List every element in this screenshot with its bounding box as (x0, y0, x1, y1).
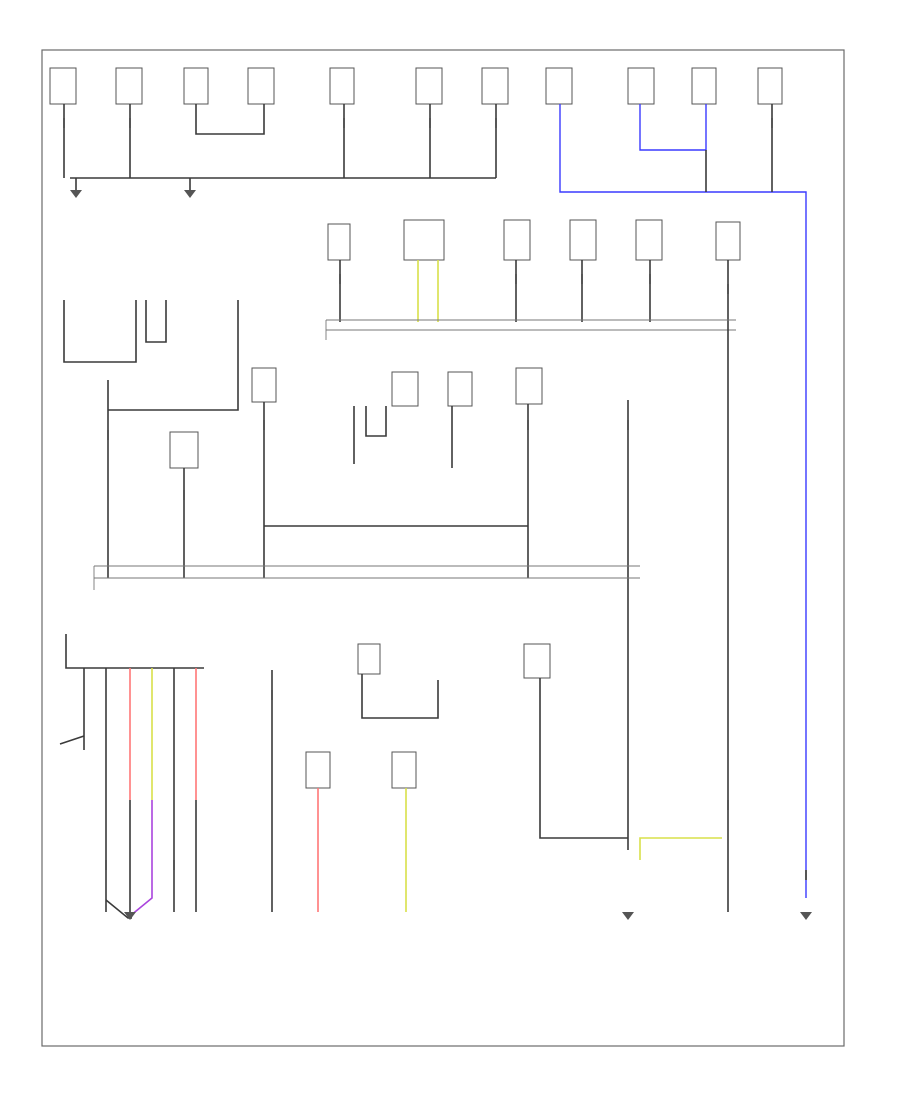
wire-lu3 (108, 300, 239, 411)
component-box-22 (169, 431, 199, 469)
component-box-8 (545, 67, 573, 105)
component-box-21 (515, 367, 543, 405)
pin-15 (183, 490, 185, 500)
component-box-19 (391, 371, 419, 407)
pin-18 (105, 860, 107, 870)
bottom-middle-components (271, 643, 628, 912)
pin-16 (107, 430, 109, 440)
component-box-5 (329, 67, 355, 105)
component-box-16 (635, 219, 663, 261)
pin-5 (495, 118, 497, 128)
ground-symbol-g2 (184, 190, 196, 198)
wire-blue-2 (639, 104, 707, 151)
component-box-3 (183, 67, 209, 105)
component-box-9 (627, 67, 655, 105)
bottom-ground-symbols (124, 912, 812, 920)
pin-12 (263, 420, 265, 430)
component-box-23 (357, 643, 381, 675)
pin-8 (515, 274, 517, 284)
component-box-14 (503, 219, 531, 261)
pin-14 (627, 420, 629, 430)
wire-blue-1 (559, 104, 807, 898)
diagram-border (41, 49, 845, 1047)
pin-21 (805, 870, 807, 880)
component-box-10 (691, 67, 717, 105)
component-box-13 (403, 219, 445, 261)
pin-10 (649, 274, 651, 284)
component-box-4 (247, 67, 275, 105)
wire-lu1 (63, 300, 137, 363)
pin-19 (173, 860, 175, 870)
pin-13 (527, 420, 529, 430)
component-box-24 (523, 643, 551, 679)
component-box-11 (757, 67, 783, 105)
component-box-20 (447, 371, 473, 407)
pin-2 (129, 118, 131, 128)
wire-t3 (195, 104, 265, 135)
component-box-6 (415, 67, 443, 105)
third-component-row (169, 367, 543, 469)
switch-stub (59, 735, 85, 745)
component-box-25 (305, 751, 331, 789)
component-box-18 (251, 367, 277, 403)
pin-9 (581, 274, 583, 284)
wire-r4 (365, 406, 387, 437)
pin-6 (771, 118, 773, 128)
pin-11 (727, 284, 729, 294)
wire-bl4-violet (129, 800, 153, 917)
ground-symbol-bottom-right (800, 912, 812, 920)
pin-17 (271, 690, 273, 700)
pin-1 (63, 118, 65, 128)
component-box-7 (481, 67, 509, 105)
wire-bm2 (361, 674, 439, 719)
pin-4 (429, 118, 431, 128)
wire-right-yellow (639, 837, 722, 860)
bottom-left-connector (59, 634, 204, 919)
main-bus (93, 565, 640, 590)
wire-bm3 (539, 678, 628, 839)
second-component-row (327, 219, 741, 261)
second-row-wires (325, 260, 736, 340)
ground-symbol-bottom-mid (622, 912, 634, 920)
ground-symbol-g1 (70, 190, 82, 198)
top-row-wires (63, 104, 807, 898)
connector-pins (63, 118, 807, 880)
connector-header (65, 634, 204, 669)
component-box-1 (49, 67, 77, 105)
pin-7 (339, 274, 341, 284)
ground-symbol-bottom-left (124, 912, 136, 920)
component-box-17 (715, 221, 741, 261)
left-upper-group (63, 300, 239, 411)
pin-3 (343, 118, 345, 128)
component-box-26 (391, 751, 417, 789)
component-box-12 (327, 223, 351, 261)
third-row-wires (107, 400, 629, 850)
wire-lu2 (145, 300, 167, 343)
pin-20 (727, 800, 729, 810)
top-component-row (49, 67, 783, 105)
component-box-15 (569, 219, 597, 261)
component-box-2 (115, 67, 143, 105)
